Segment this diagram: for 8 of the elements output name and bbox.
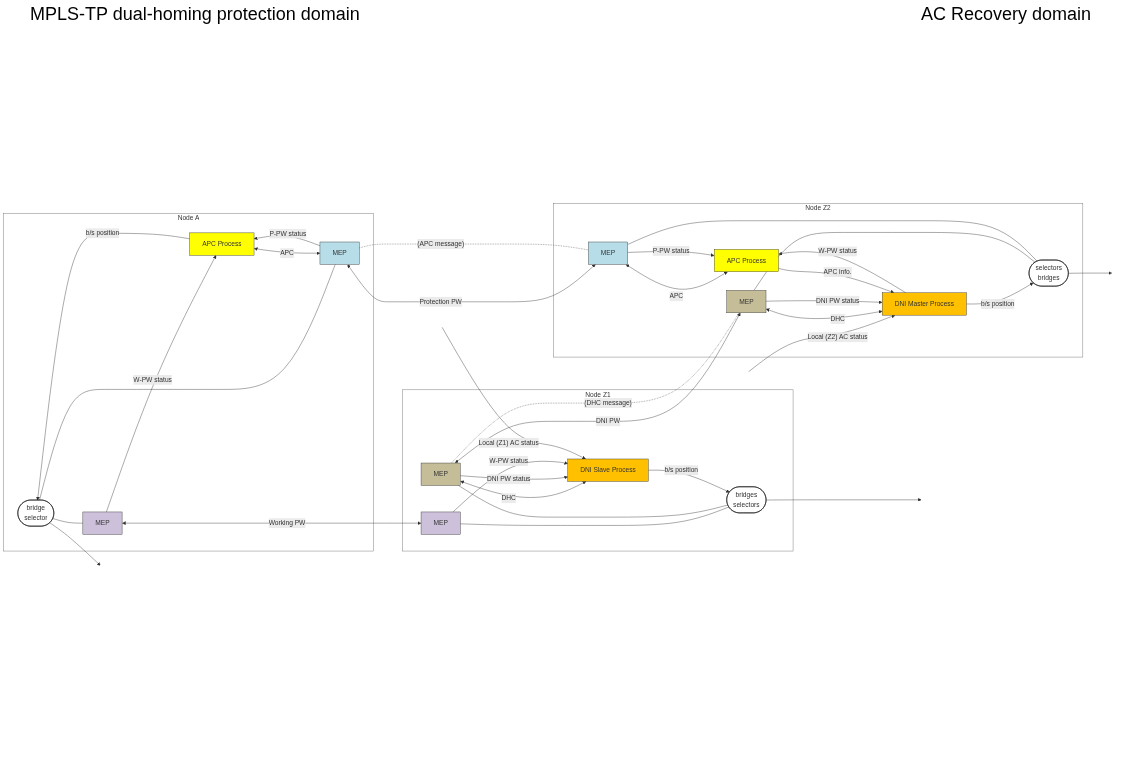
connector bbox=[753, 231, 1036, 291]
domain-label: MPLS-TP dual-homing protection domain bbox=[30, 4, 360, 25]
connector bbox=[627, 220, 1038, 262]
connector bbox=[458, 484, 729, 517]
connector bbox=[39, 263, 336, 501]
domain-label: AC Recovery domain bbox=[920, 4, 1091, 25]
connector bbox=[460, 506, 730, 526]
connector bbox=[52, 518, 84, 524]
